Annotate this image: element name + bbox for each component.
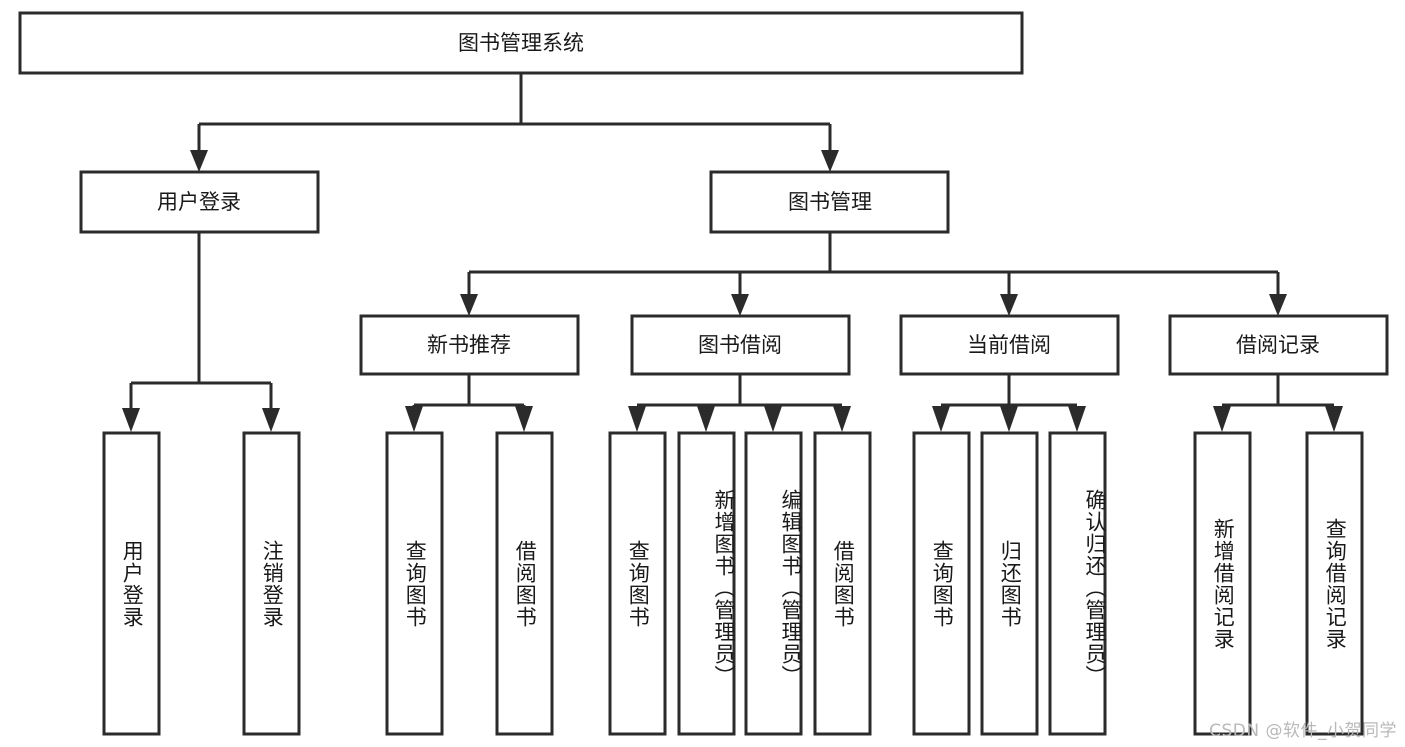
node-book-borrow-box[interactable] (630, 314, 851, 376)
arrow-borrow-leaf3 (764, 406, 782, 432)
node-book-management[interactable]: 图书管理 (709, 170, 950, 234)
arrow-bookmgmt-to-c1 (460, 294, 478, 316)
node-borrow-record[interactable]: 借阅记录 (1168, 314, 1389, 376)
leaf-box-query-book-3[interactable] (912, 431, 971, 736)
node-current-borrow[interactable]: 当前借阅 (899, 314, 1120, 376)
node-current-borrow-label: 当前借阅 (967, 333, 1051, 357)
leaf-box-borrow-book-1[interactable] (495, 431, 554, 736)
leaf-box-add-record[interactable] (1193, 431, 1252, 736)
node-user-login-box[interactable] (79, 170, 320, 234)
connector-group (122, 73, 1343, 432)
arrow-current-leaf1 (932, 406, 950, 432)
arrow-current-leaf3 (1068, 406, 1086, 432)
arrow-root-to-bookmgmt (821, 150, 839, 172)
arrow-record-leaf2 (1325, 406, 1343, 432)
node-book-borrow-label: 图书借阅 (698, 333, 782, 357)
leaf-box-confirm-return[interactable] (1048, 431, 1107, 736)
node-user-login-label: 用户登录 (157, 190, 241, 214)
arrow-bookmgmt-to-c3 (1000, 294, 1018, 316)
arrow-borrow-leaf1 (628, 406, 646, 432)
leaf-box-borrow-book-2[interactable] (813, 431, 872, 736)
node-book-management-label: 图书管理 (788, 190, 872, 214)
arrow-root-to-login (190, 150, 208, 172)
node-book-management-box[interactable] (709, 170, 950, 234)
node-new-book-recommend[interactable]: 新书推荐 (359, 314, 580, 376)
arrow-bookmgmt-to-c4 (1269, 294, 1287, 316)
arrow-login-to-leaf1 (122, 408, 140, 432)
arrow-login-to-leaf2 (262, 408, 280, 432)
node-borrow-record-label: 借阅记录 (1236, 333, 1320, 357)
arrow-newbook-leaf1 (405, 406, 423, 432)
arrow-current-leaf2 (1000, 406, 1018, 432)
leaf-box-return-book[interactable] (980, 431, 1039, 736)
arrow-record-leaf1 (1213, 406, 1231, 432)
node-new-book-recommend-label: 新书推荐 (427, 333, 511, 357)
node-user-login[interactable]: 用户登录 (79, 170, 320, 234)
arrow-newbook-leaf2 (515, 406, 533, 432)
arrow-borrow-leaf2 (697, 406, 715, 432)
node-borrow-record-box[interactable] (1168, 314, 1389, 376)
node-book-borrow[interactable]: 图书借阅 (630, 314, 851, 376)
node-root[interactable]: 图书管理系统 (18, 11, 1024, 75)
leaf-box-query-book-2[interactable] (608, 431, 667, 736)
arrow-bookmgmt-to-c2 (731, 294, 749, 316)
leaf-box-add-book[interactable] (677, 431, 736, 736)
leaf-box-edit-book[interactable] (744, 431, 803, 736)
node-root-label: 图书管理系统 (458, 31, 584, 55)
leaf-box-query-record[interactable] (1305, 431, 1364, 736)
node-current-borrow-box[interactable] (899, 314, 1120, 376)
csdn-watermark: CSDN @软件_小贺同学 (1209, 721, 1397, 741)
leaf-box-logout[interactable] (242, 431, 301, 736)
leaf-box-user-login[interactable] (102, 431, 161, 736)
leaf-box-query-book-1[interactable] (385, 431, 444, 736)
node-new-book-recommend-box[interactable] (359, 314, 580, 376)
arrow-borrow-leaf4 (833, 406, 851, 432)
node-root-box[interactable] (18, 11, 1024, 75)
